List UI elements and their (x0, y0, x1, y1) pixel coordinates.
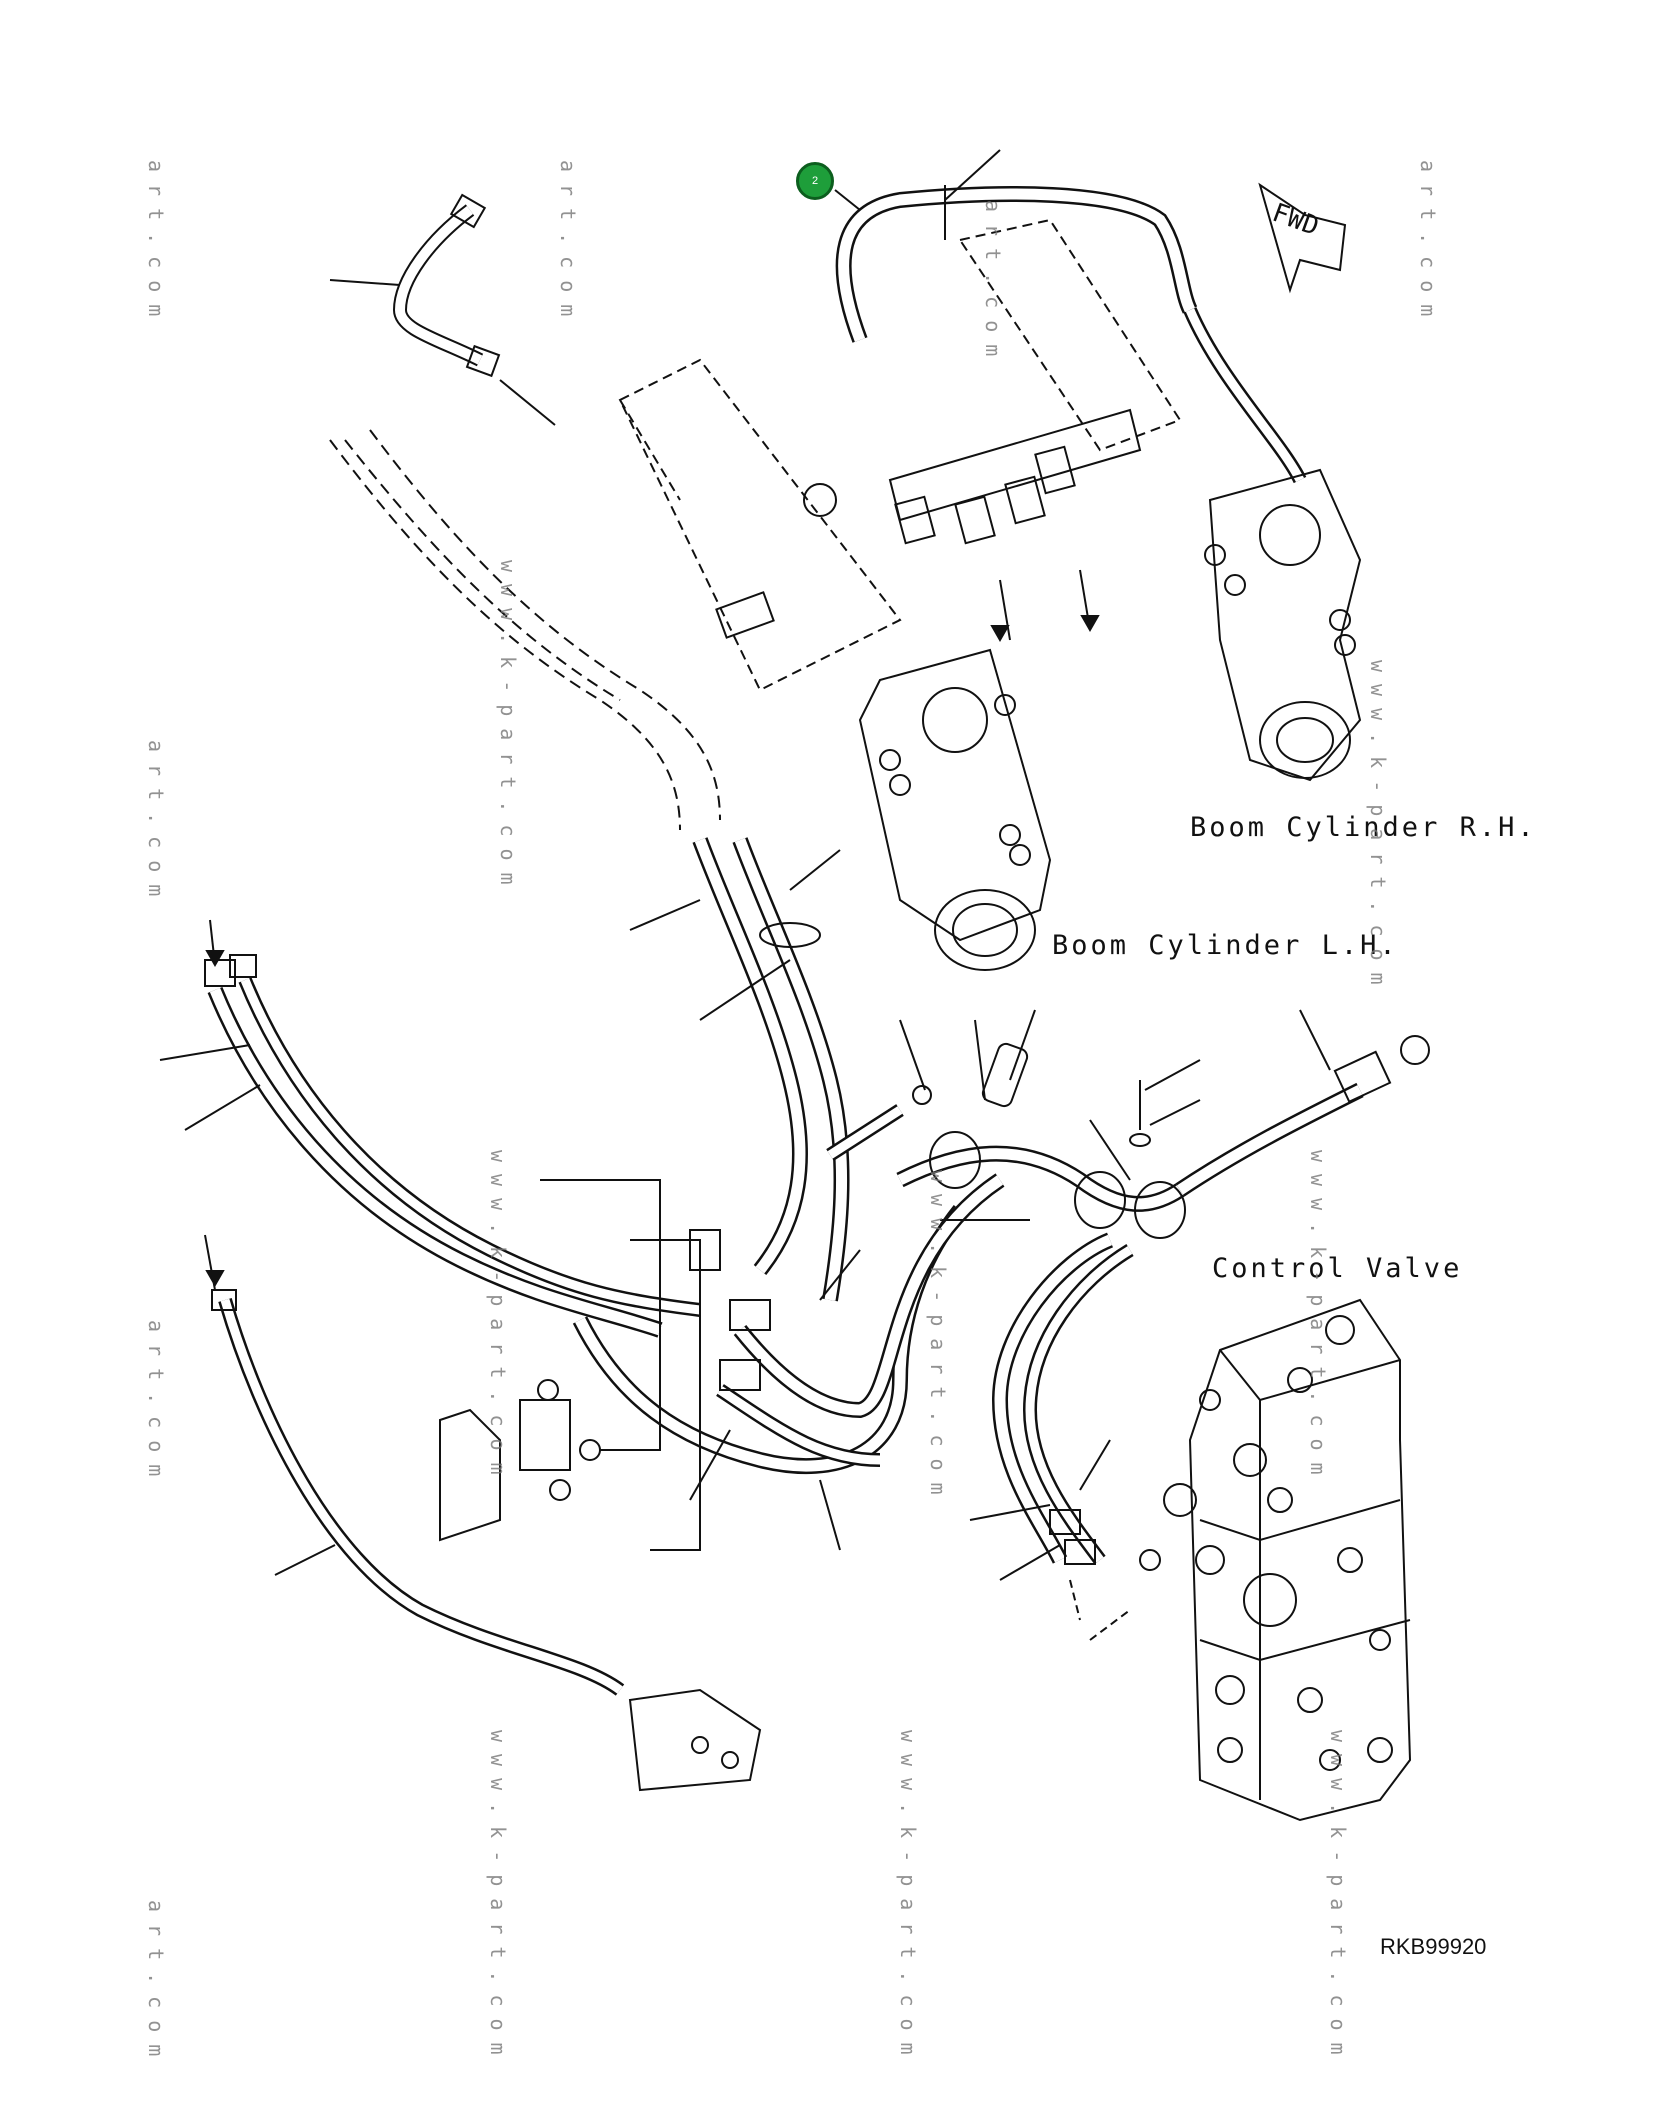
hose-to-control-valve (969, 1232, 1134, 1641)
boom-cylinder-rh (1204, 468, 1362, 782)
watermark: art.com (144, 160, 168, 329)
boom-block-fittings (715, 408, 1142, 643)
control-valve-label: Control Valve (1212, 1253, 1463, 1284)
hose-bottom-left (204, 1234, 762, 1792)
watermark: art.com (144, 740, 168, 909)
watermark: art.com (144, 1320, 168, 1489)
boom-arm-outline (618, 218, 1182, 692)
watermark: www.k-part.com (486, 1730, 510, 2067)
watermark: www.k-part.com (1326, 1730, 1350, 2067)
watermark: www.k-part.com (486, 1150, 510, 1487)
watermark: www.k-part.com (926, 1170, 950, 1507)
watermark: art.com (981, 200, 1005, 369)
watermark: www.k-part.com (1306, 1150, 1330, 1487)
hose-bundle-center (572, 1173, 1005, 1551)
boom-cylinder-rh-label: Boom Cylinder R.H. (1190, 812, 1537, 843)
watermark: www.k-part.com (1366, 660, 1390, 997)
drawing-code: RKB99920 (1380, 1934, 1487, 1959)
hose-pair-left (159, 919, 701, 1338)
hose-top-left (329, 193, 556, 426)
clamps-bolts (826, 1009, 1430, 1239)
watermark: art.com (1416, 160, 1440, 329)
watermark: www.k-part.com (496, 560, 520, 897)
fwd-arrow-icon (1258, 182, 1347, 294)
boom-cylinder-lh-label: Boom Cylinder L.H. (1052, 930, 1399, 961)
junction-block (439, 1179, 701, 1551)
hose-pair-left-center (629, 837, 850, 1302)
watermark: art.com (556, 160, 580, 329)
hose-top-loop (834, 149, 1307, 484)
watermark: art.com (144, 1900, 168, 2069)
dashed-hose-pair (329, 429, 721, 831)
boom-cylinder-lh (858, 648, 1052, 971)
control-valve-body (1139, 1298, 1412, 1822)
watermark: www.k-part.com (896, 1730, 920, 2067)
part-callout-2[interactable]: 2 (796, 162, 834, 200)
